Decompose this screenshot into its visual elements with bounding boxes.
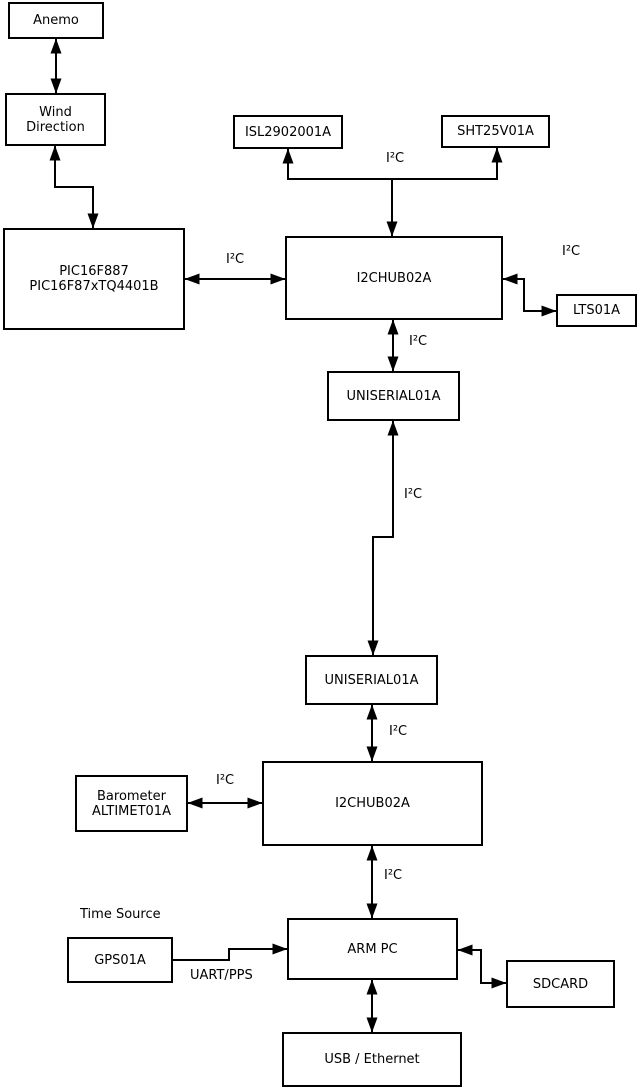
edge-label-i2c-sensor-bus: I²C	[386, 151, 405, 166]
node-anemo-label: Anemo	[33, 13, 79, 28]
edge-label-i2c-hub2-armpc: I²C	[384, 868, 403, 883]
edge-wind-direction-pic	[49, 145, 99, 229]
edge-label-i2c-barometer-hub2: I²C	[216, 773, 235, 788]
node-wind-direction: Wind Direction	[5, 93, 106, 146]
node-i2chub02a-1: I2CHUB02A	[285, 236, 503, 320]
edge-label-i2c-hub-lts: I²C	[562, 244, 581, 259]
node-sdcard-label: SDCARD	[532, 976, 589, 992]
node-pic16f887: PIC16F887 PIC16F87xTQ4401B	[3, 228, 185, 330]
node-sdcard: SDCARD	[506, 960, 615, 1008]
node-lts01a-label: LTS01A	[572, 303, 621, 318]
node-gps01a-label: GPS01A	[94, 952, 146, 968]
node-uniserial01a-1-label: UNISERIAL01A	[346, 388, 441, 404]
node-arm-pc-label: ARM PC	[347, 941, 398, 957]
node-lts01a: LTS01A	[556, 294, 637, 327]
node-uniserial01a-2: UNISERIAL01A	[305, 655, 438, 705]
node-i2chub02a-1-label: I2CHUB02A	[356, 270, 432, 286]
edge-gps-armpc	[173, 943, 288, 961]
edge-label-i2c-pic-hub: I²C	[226, 252, 245, 267]
label-time-source: Time Source	[80, 907, 161, 922]
node-usb-ethernet-label: USB / Ethernet	[324, 1052, 420, 1067]
edge-armpc-sdcard	[457, 944, 507, 989]
node-usb-ethernet: USB / Ethernet	[282, 1032, 462, 1087]
edge-label-i2c-uniserial-hub2: I²C	[389, 724, 408, 739]
node-anemo: Anemo	[8, 2, 104, 39]
node-gps01a: GPS01A	[67, 937, 173, 983]
edge-label-uart-pps: UART/PPS	[190, 968, 253, 983]
node-sht25v01a: SHT25V01A	[441, 115, 550, 148]
node-barometer-altimet01a-label: Barometer ALTIMET01A	[92, 788, 171, 819]
node-isl2902001a: ISL2902001A	[233, 115, 343, 149]
edge-label-i2c-hub-uniserial: I²C	[409, 334, 428, 349]
edge-label-i2c-uniserial-link: I²C	[404, 487, 423, 502]
node-wind-direction-label: Wind Direction	[26, 104, 85, 135]
node-i2chub02a-2-label: I2CHUB02A	[335, 796, 410, 811]
edge-hub1-lts	[502, 273, 557, 317]
node-sht25v01a-label: SHT25V01A	[457, 124, 534, 139]
node-barometer-altimet01a: Barometer ALTIMET01A	[75, 775, 188, 832]
node-arm-pc: ARM PC	[287, 918, 458, 980]
edge-uniserial1-uniserial2	[367, 420, 399, 656]
node-uniserial01a-1: UNISERIAL01A	[327, 371, 460, 421]
node-i2chub02a-2: I2CHUB02A	[262, 761, 483, 846]
node-pic16f887-label: PIC16F887 PIC16F87xTQ4401B	[29, 264, 159, 294]
node-uniserial01a-2-label: UNISERIAL01A	[324, 672, 419, 688]
node-isl2902001a-label: ISL2902001A	[244, 124, 332, 140]
